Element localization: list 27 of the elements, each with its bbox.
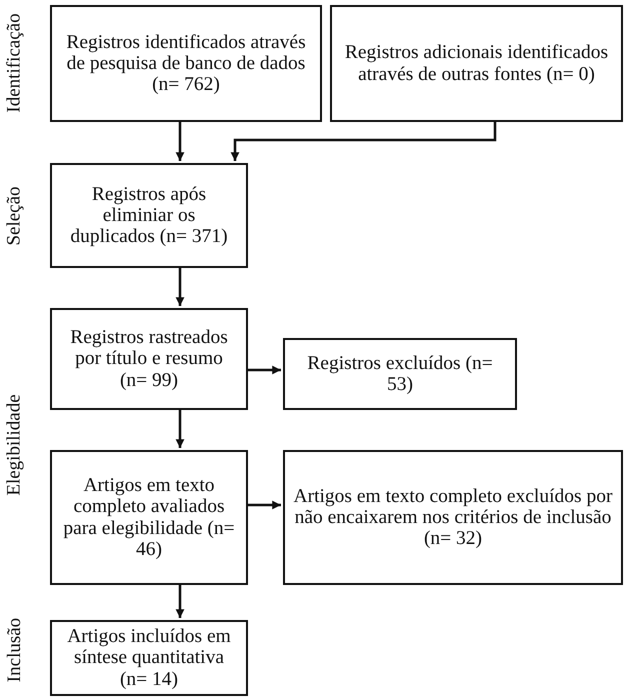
arrow xyxy=(176,268,184,306)
arrow xyxy=(230,122,496,161)
box-text: Registros rastreados por título e resumo (n= 99) xyxy=(69,327,229,391)
arrow xyxy=(248,366,281,374)
arrow xyxy=(248,500,281,510)
box-text: Registros adicionais identificados através de outras fontes (n= 0) xyxy=(344,42,610,85)
arrow xyxy=(176,122,184,161)
arrow xyxy=(176,410,184,448)
box-text: Artigos em texto completo excluídos por não encaixarem nos critérios de inclusão (n= 32) xyxy=(293,486,613,550)
arrow xyxy=(176,585,184,618)
process-box xyxy=(50,5,322,122)
stage-label: Inclusão xyxy=(4,617,26,682)
stage-label: Identificação xyxy=(4,12,26,112)
process-box xyxy=(50,450,248,585)
process-box xyxy=(50,308,248,410)
box-text: Artigos em texto completo avaliados para elegibilidade (n= 46) xyxy=(62,475,236,560)
box-text: Registros excluídos (n= 53) xyxy=(306,352,494,396)
process-box xyxy=(50,620,248,696)
process-box xyxy=(283,338,517,410)
process-box xyxy=(330,5,623,122)
process-box xyxy=(283,450,623,585)
box-text: Registros após eliminiar os duplicados (n= 371) xyxy=(69,184,229,248)
stage-label: Seleção xyxy=(4,186,26,246)
box-text: Artigos incluídos em síntese quantitativa (n= 14) xyxy=(66,626,232,690)
box-text: Registros identificados através de pesquisa de banco de dados (n= 762) xyxy=(65,32,307,96)
stage-label: Elegibilidade xyxy=(4,394,26,496)
process-box xyxy=(50,163,248,268)
